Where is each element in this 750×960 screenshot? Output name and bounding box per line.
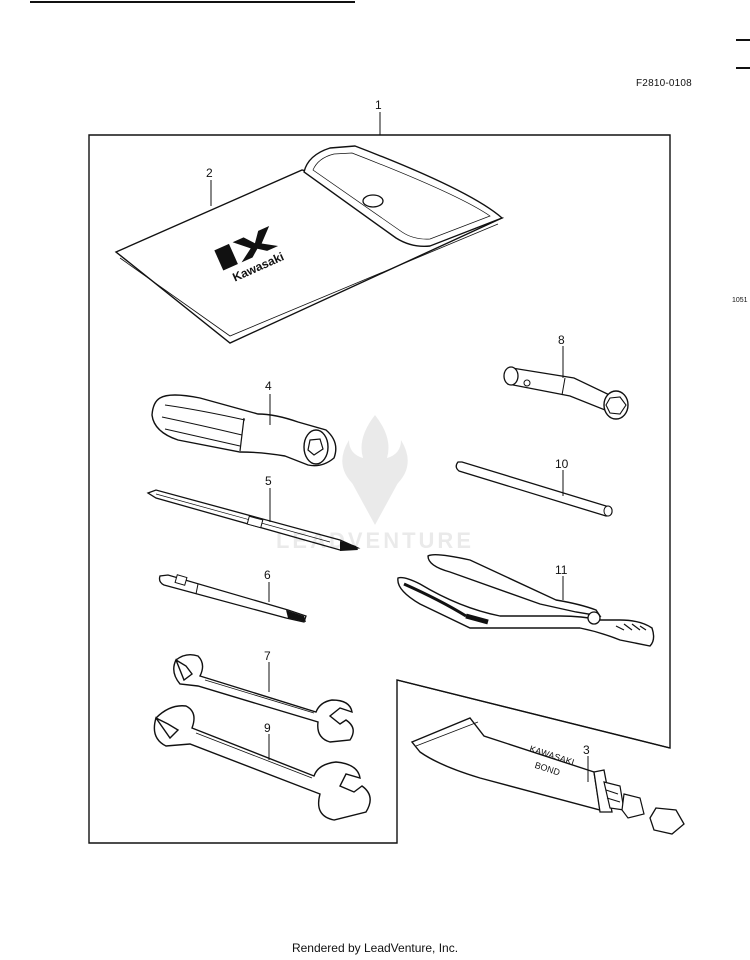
- watermark-text: LEADVENTURE: [275, 528, 474, 553]
- diagram-code: F2810-0108: [636, 78, 692, 89]
- watermark: LEADVENTURE: [245, 410, 505, 560]
- callout-1: 1: [375, 98, 382, 112]
- callout-7: 7: [264, 649, 271, 663]
- bond-tube: KAWASAKI BOND: [410, 717, 685, 835]
- callout-3: 3: [583, 743, 590, 757]
- footer-credit: Rendered by LeadVenture, Inc.: [291, 941, 459, 955]
- short-screwdriver: [158, 574, 307, 623]
- screwdriver-handle: [151, 394, 337, 467]
- callout-8: 8: [558, 333, 565, 347]
- callout-11: 11: [555, 563, 568, 577]
- callout-4: 4: [265, 379, 272, 393]
- callout-10: 10: [555, 457, 569, 471]
- handle-rod: [455, 461, 613, 517]
- side-code: 1051: [732, 297, 748, 304]
- plug-socket-wrench: [503, 366, 629, 420]
- open-end-wrench-large: [153, 705, 371, 821]
- callout-6: 6: [264, 568, 271, 582]
- frame-edge: [396, 679, 671, 749]
- flame-logo-icon: [342, 415, 408, 525]
- open-end-wrench-small: [173, 653, 354, 743]
- callout-5: 5: [265, 474, 272, 488]
- callout-2: 2: [206, 166, 213, 180]
- pliers: [397, 553, 655, 647]
- screwdriver-blade: [146, 489, 361, 551]
- callout-9: 9: [264, 721, 271, 735]
- tool-pouch: Kawasaki: [114, 145, 505, 344]
